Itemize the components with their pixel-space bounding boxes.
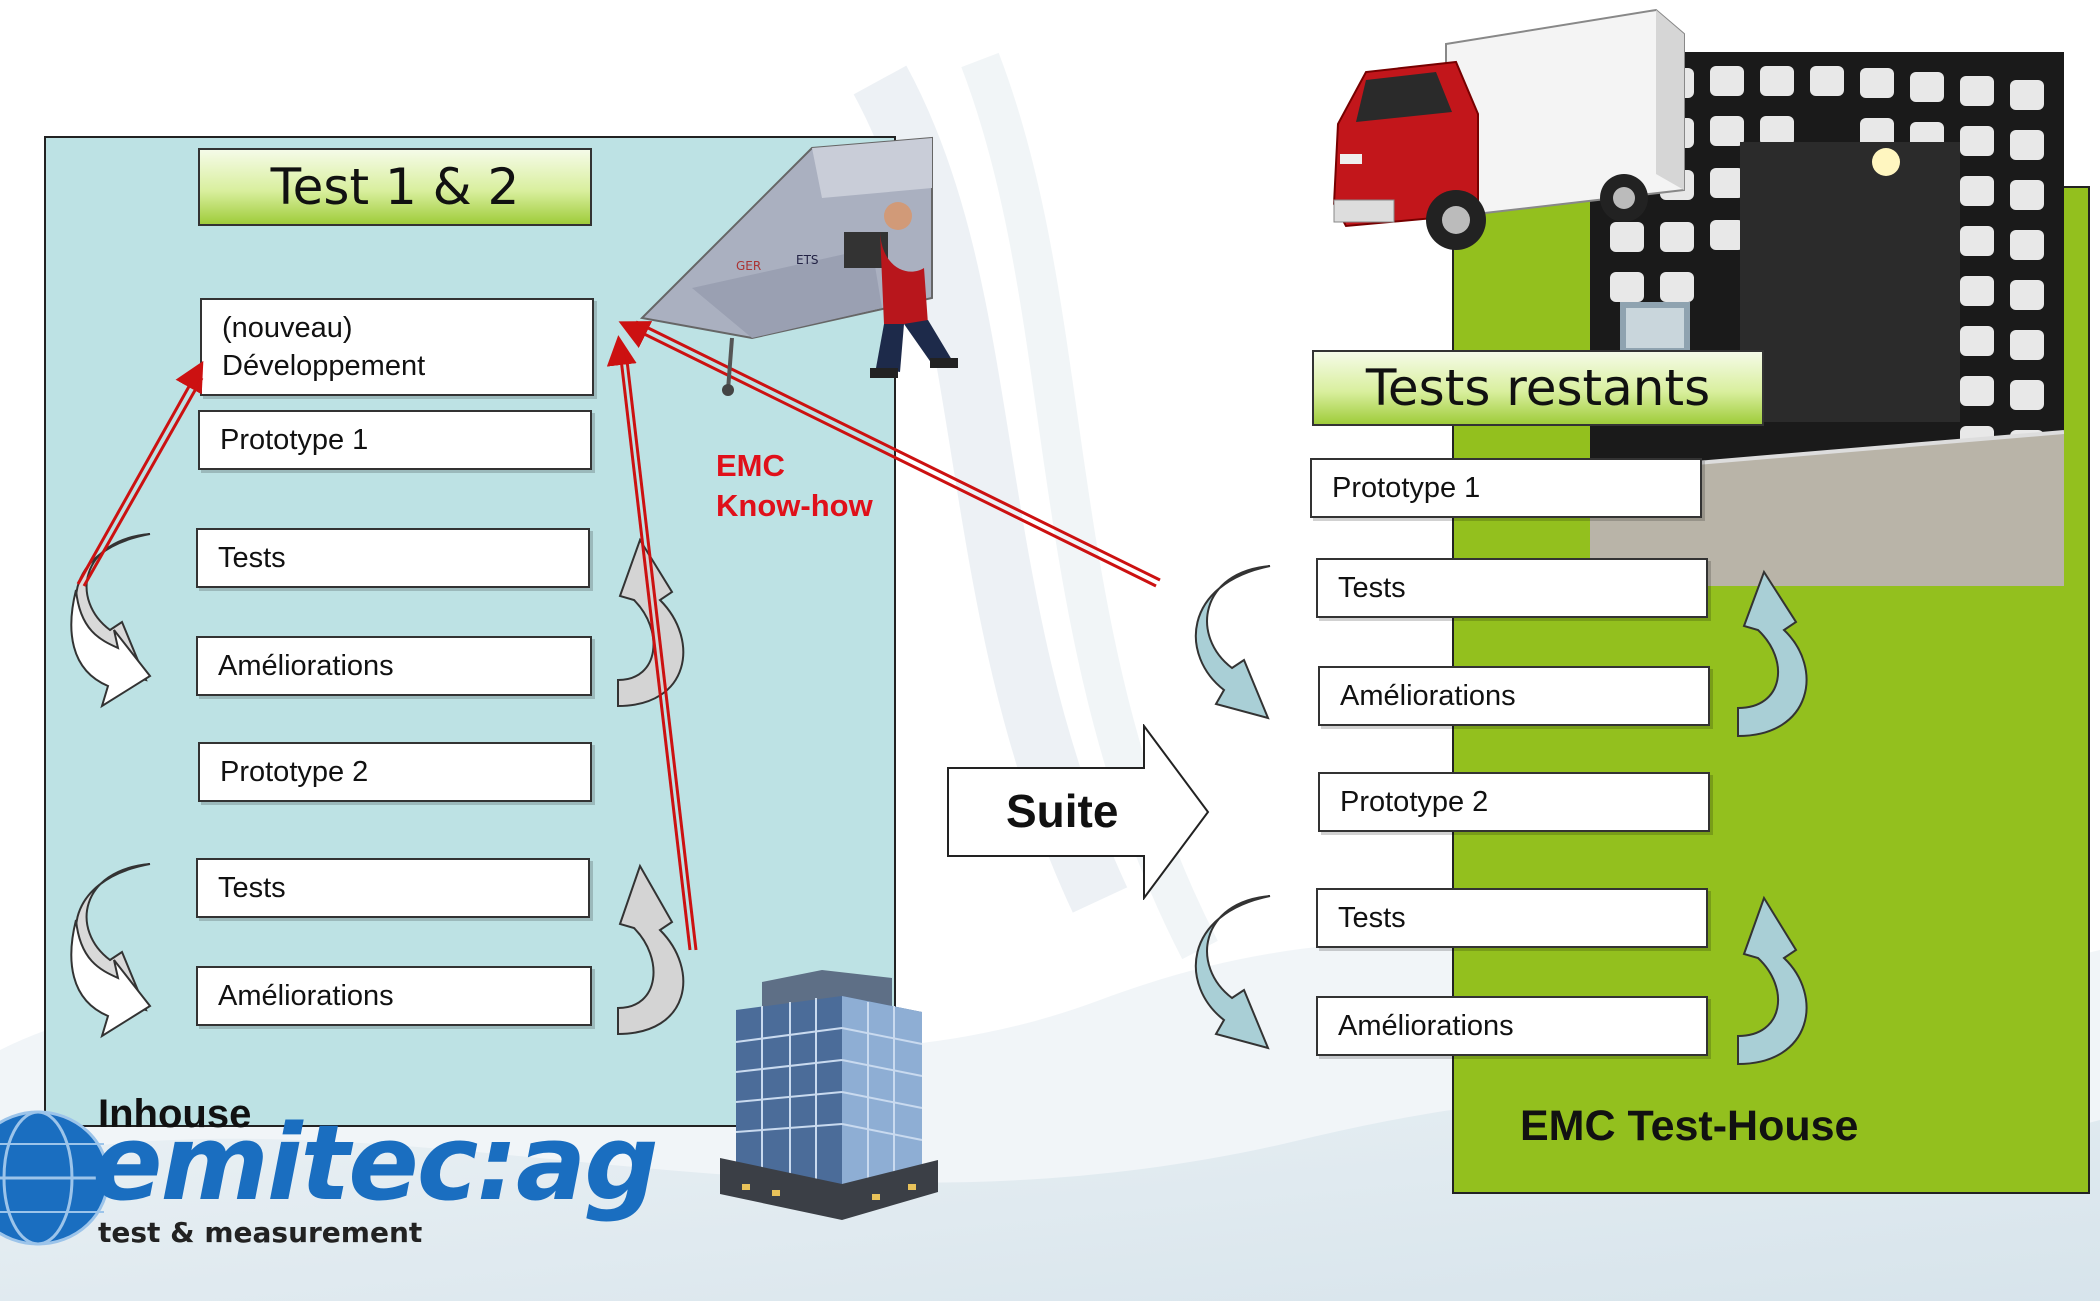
right-step-prototype-1: Prototype 1 [1310,458,1702,518]
left-step-development: (nouveau) Développement [200,298,594,396]
left-step-label: Tests [218,871,286,904]
anechoic-chamber-image [1590,52,2064,586]
right-step-label: Améliorations [1338,1009,1514,1042]
right-cycle-arrow-2 [1194,895,1271,1050]
left-step-label: Prototype 1 [220,423,369,456]
left-step-label: Prototype 2 [220,755,369,788]
left-step-development-line2: Développement [222,350,426,382]
right-step-label: Améliorations [1340,679,1516,712]
inhouse-label: Inhouse [98,1092,252,1136]
left-cycle-arrow-1 [70,533,152,709]
right-step-label: Tests [1338,901,1406,934]
left-step-prototype-2: Prototype 2 [198,742,592,802]
left-cycle-arrow-2 [70,863,152,1039]
emc-test-tent-icon: GER ETS [639,136,958,396]
left-step-ameliorations-1: Améliorations [196,636,592,696]
right-return-arrow-2 [1737,895,1808,1066]
emitec-tagline: test & measurement [98,1216,423,1249]
right-step-tests-2: Tests [1316,888,1708,948]
right-cycle-arrow-1 [1194,565,1271,720]
emc-know-how-line2: Know-how [716,488,873,523]
left-return-arrow-1 [617,537,685,708]
right-step-label: Prototype 2 [1340,785,1489,818]
know-how-arrows [76,320,1161,951]
svg-text:GER: GER [736,259,761,273]
left-step-label: Améliorations [218,979,394,1012]
left-step-ameliorations-2: Améliorations [196,966,592,1026]
delivery-truck-icon [1332,8,1685,250]
left-step-development-line1: (nouveau) [222,312,353,344]
left-step-tests-2: Tests [196,858,590,918]
test-1-2-title-text: Test 1 & 2 [270,158,520,216]
emc-know-how-line1: EMC [716,448,785,483]
office-building-icon [720,970,938,1220]
tests-restants-title: Tests restants [1312,350,1764,426]
svg-text:ETS: ETS [796,253,819,267]
right-step-tests-1: Tests [1316,558,1708,618]
right-step-label: Prototype 1 [1332,471,1481,504]
left-step-label: Améliorations [218,649,394,682]
suite-arrow [947,724,1210,900]
right-step-ameliorations-1: Améliorations [1318,666,1710,726]
right-step-label: Tests [1338,571,1406,604]
left-return-arrow-2 [617,863,685,1036]
right-step-ameliorations-2: Améliorations [1316,996,1708,1056]
emc-test-house-label: EMC Test-House [1520,1102,1859,1150]
left-step-prototype-1: Prototype 1 [198,410,592,470]
emitec-brand: emitec:ag [92,1102,659,1224]
left-step-tests-1: Tests [196,528,590,588]
emitec-logo: emitec:ag test & measurement [0,1098,660,1258]
right-step-prototype-2: Prototype 2 [1318,772,1710,832]
left-step-label: Tests [218,541,286,574]
globe-icon [0,1110,110,1246]
emc-know-how-label: EMC Know-how [716,446,873,526]
right-return-arrow-1 [1737,569,1808,738]
tests-restants-title-text: Tests restants [1365,359,1711,417]
test-1-2-title: Test 1 & 2 [198,148,592,226]
suite-label: Suite [1006,785,1119,837]
